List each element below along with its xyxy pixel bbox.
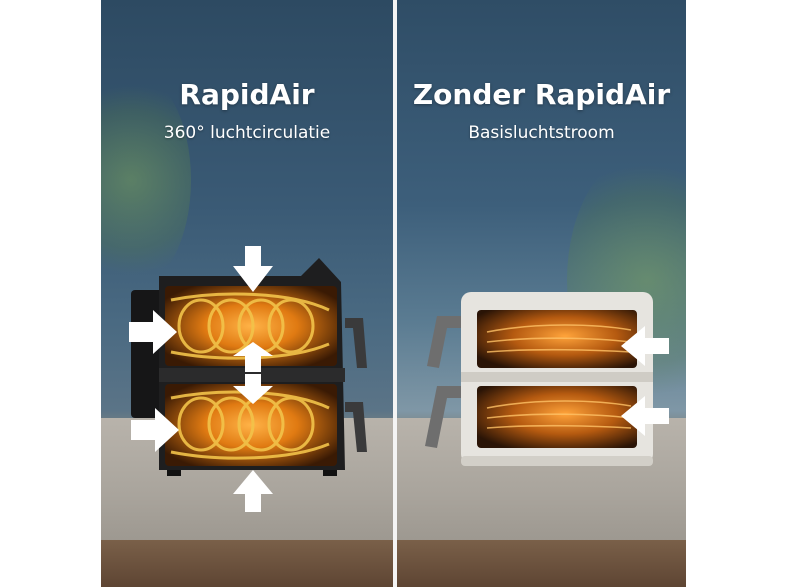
arrow-left-icon [621,326,669,366]
arrow-up-icon [233,470,273,512]
without-rapidair-panel: Zonder RapidAir Basisluchtstroom [397,0,686,587]
rapidair-fryer-illustration [129,246,367,512]
arrow-right-icon [129,310,177,354]
light-dual-basket-airfryer [425,292,653,466]
rapidair-panel: RapidAir 360° luchtcirculatie [101,0,393,587]
countertop-edge [101,540,393,587]
rapidair-title: RapidAir [179,78,315,111]
airflow-arrows [129,246,273,512]
arrow-down-icon [233,246,273,292]
airflow-arrows [621,326,669,436]
arrow-left-icon [621,396,669,436]
arrow-up-icon [233,342,273,372]
arrow-down-icon [233,374,273,404]
basic-fryer-illustration [425,292,669,466]
without-rapidair-subtitle: Basisluchtstroom [468,123,615,143]
rapidair-subtitle: 360° luchtcirculatie [163,123,331,143]
countertop-edge [397,540,686,587]
panel-divider [393,0,397,587]
arrow-right-icon [131,408,179,452]
without-rapidair-title: Zonder RapidAir [412,78,671,111]
